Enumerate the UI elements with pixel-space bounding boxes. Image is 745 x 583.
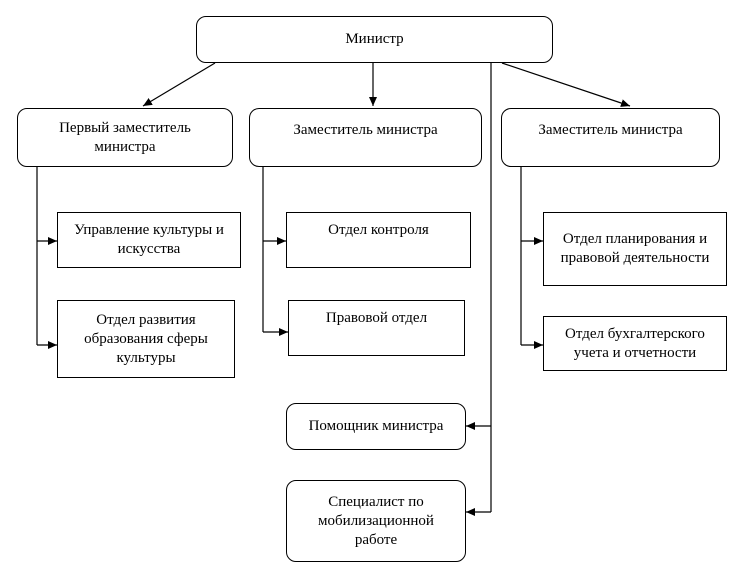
- node-deputy-2-label: Заместитель министра: [293, 122, 438, 138]
- node-dept-culture-arts: Управление культуры и искусства: [57, 212, 241, 268]
- node-deputy-2: Заместитель министра: [249, 108, 482, 167]
- edge-minister-deputy-3: [501, 62, 631, 107]
- node-assistant-label: Помощник министра: [308, 418, 444, 434]
- node-dept-education-label: Отдел развития образования сферы культур…: [84, 311, 208, 366]
- node-first-deputy: Первый заместитель министра: [17, 108, 233, 167]
- node-dept-control-label: Отдел контроля: [328, 222, 429, 238]
- node-mobilization: Специалист по мобилизационной работе: [286, 480, 466, 562]
- node-minister: Министр: [196, 16, 553, 63]
- node-dept-legal-label: Правовой отдел: [325, 310, 428, 326]
- node-dept-accounting-label: Отдел бухгалтерского учета и отчетности: [565, 325, 705, 361]
- node-dept-control: Отдел контроля: [286, 212, 471, 268]
- node-minister-label: Министр: [345, 31, 404, 47]
- node-dept-planning: Отдел планирования и правовой деятельнос…: [543, 212, 727, 286]
- node-dept-planning-label: Отдел планирования и правовой деятельнос…: [560, 231, 710, 266]
- node-mobilization-label: Специалист по мобилизационной работе: [318, 493, 434, 548]
- node-dept-culture-arts-label: Управление культуры и искусства: [74, 222, 224, 257]
- node-dept-legal: Правовой отдел: [288, 300, 465, 356]
- node-assistant: Помощник министра: [286, 403, 466, 450]
- node-dept-education: Отдел развития образования сферы культур…: [57, 300, 235, 378]
- node-dept-accounting: Отдел бухгалтерского учета и отчетности: [543, 316, 727, 371]
- node-deputy-3: Заместитель министра: [501, 108, 720, 167]
- node-first-deputy-label: Первый заместитель министра: [59, 119, 191, 155]
- edge-minister-first-deputy: [142, 62, 216, 107]
- node-deputy-3-label: Заместитель министра: [538, 122, 683, 138]
